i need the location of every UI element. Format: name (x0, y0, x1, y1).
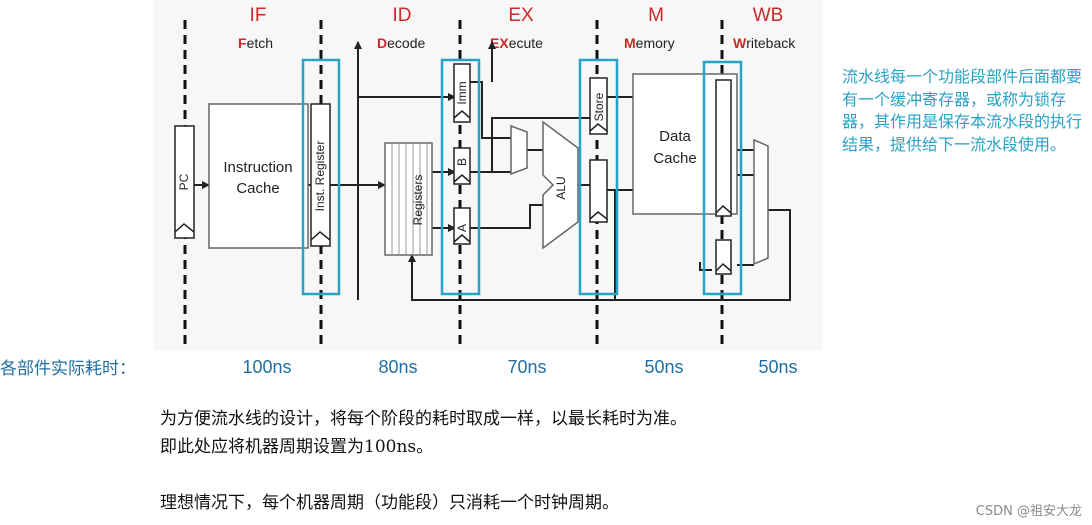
a-label: A (455, 224, 469, 232)
times-row-label: 各部件实际耗时： (0, 359, 136, 379)
wb-mux (753, 138, 769, 266)
register-file: Registers (384, 142, 433, 256)
time-ex: 70ns (507, 357, 546, 377)
registers-label: Registers (411, 175, 425, 226)
time-wb: 50ns (758, 357, 797, 377)
a-latch: A (453, 207, 471, 245)
b-latch: B (453, 147, 471, 185)
stage-if-label: IF (250, 5, 267, 26)
buffer-highlights (301, 58, 743, 296)
stage-id-label: ID (393, 5, 412, 26)
pc-register: PC (174, 125, 195, 239)
alu-out-latch (589, 159, 608, 223)
description-line-1: 为方便流水线的设计，将每个阶段的耗时取成一样，以最长耗时为准。 (160, 409, 687, 429)
stage-memory-word: Memory (624, 35, 675, 51)
inst-register-label: Inst. Register (313, 141, 327, 212)
description-line-2: 即此处应将机器周期设置为100ns。 (160, 437, 434, 457)
store-label: Store (592, 92, 606, 121)
time-id: 80ns (378, 357, 417, 377)
pc-label: PC (177, 173, 191, 190)
description-line-3: 理想情况下，每个机器周期（功能段）只消耗一个时钟周期。 (160, 493, 619, 513)
time-if: 100ns (242, 357, 291, 377)
data-cache-line2: Cache (653, 150, 696, 167)
time-m: 50ns (644, 357, 683, 377)
watermark: CSDN @祖安大龙 (975, 504, 1082, 519)
buffer-note: 流水线每一个功能段部件后面都要有一个缓冲寄存器，或称为锁存器，其作用是保存本流水… (842, 67, 1083, 154)
mem-wb-latch-top (715, 79, 732, 217)
store-latch: Store (589, 77, 608, 135)
stage-writeback-word: Writeback (733, 35, 796, 51)
imm-label: Imm (455, 81, 469, 104)
stage-execute-word: EXecute (490, 35, 543, 51)
stage-fetch-word: Fetch (238, 35, 273, 51)
instruction-cache: Instruction Cache (208, 103, 309, 249)
stage-ex-label: EX (508, 5, 534, 26)
stage-wb-label: WB (753, 5, 784, 26)
inst-register: Inst. Register (310, 103, 331, 247)
b-label: B (455, 158, 469, 166)
imm-latch: Imm (453, 63, 471, 123)
data-cache-line1: Data (659, 128, 691, 145)
stage-boundaries (183, 20, 724, 345)
instruction-cache-line1: Instruction (223, 159, 292, 176)
mem-wb-latch-bottom (715, 239, 732, 275)
instruction-cache-line2: Cache (236, 180, 279, 197)
ex-mux (510, 124, 528, 176)
stage-decode-word: Decode (377, 35, 425, 51)
stage-m-label: M (648, 5, 664, 26)
alu-unit: ALU (542, 120, 579, 250)
alu-label: ALU (554, 176, 568, 199)
